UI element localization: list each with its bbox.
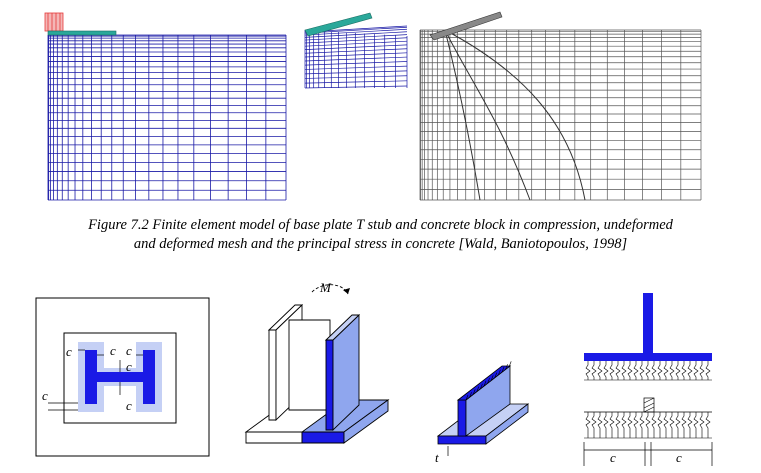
deformed-mesh <box>304 12 408 89</box>
c-label-5: c <box>126 398 132 413</box>
thickness-label: t <box>435 450 439 465</box>
c-label-4: c <box>126 359 132 374</box>
c-label-2: c <box>110 343 116 358</box>
undeformed-mesh <box>44 12 287 201</box>
t-stub-diagram: t <box>435 361 530 465</box>
deformed-plate <box>304 12 373 37</box>
moment-label: M <box>319 280 332 295</box>
c-label-left: c <box>610 450 616 465</box>
c-label-6: c <box>42 388 48 403</box>
base-plate-strip <box>47 30 117 36</box>
caption-line-1: Figure 7.2 Finite element model of base … <box>88 217 673 233</box>
h-section <box>85 350 155 404</box>
figure-caption: Figure 7.2 Finite element model of base … <box>0 216 761 254</box>
plan-view-diagram: c c c c c c <box>35 297 210 457</box>
c-label-right: c <box>676 450 682 465</box>
c-label-1: c <box>66 344 72 359</box>
elastic-foundation-diagram: c c <box>583 293 713 466</box>
c-label-3: c <box>126 343 132 358</box>
load-arrows <box>44 12 64 32</box>
principal-stress-mesh <box>419 11 702 201</box>
stress-plate <box>429 11 503 41</box>
caption-line-2: and deformed mesh and the principal stre… <box>133 236 628 252</box>
isometric-column-base: M <box>244 280 390 444</box>
